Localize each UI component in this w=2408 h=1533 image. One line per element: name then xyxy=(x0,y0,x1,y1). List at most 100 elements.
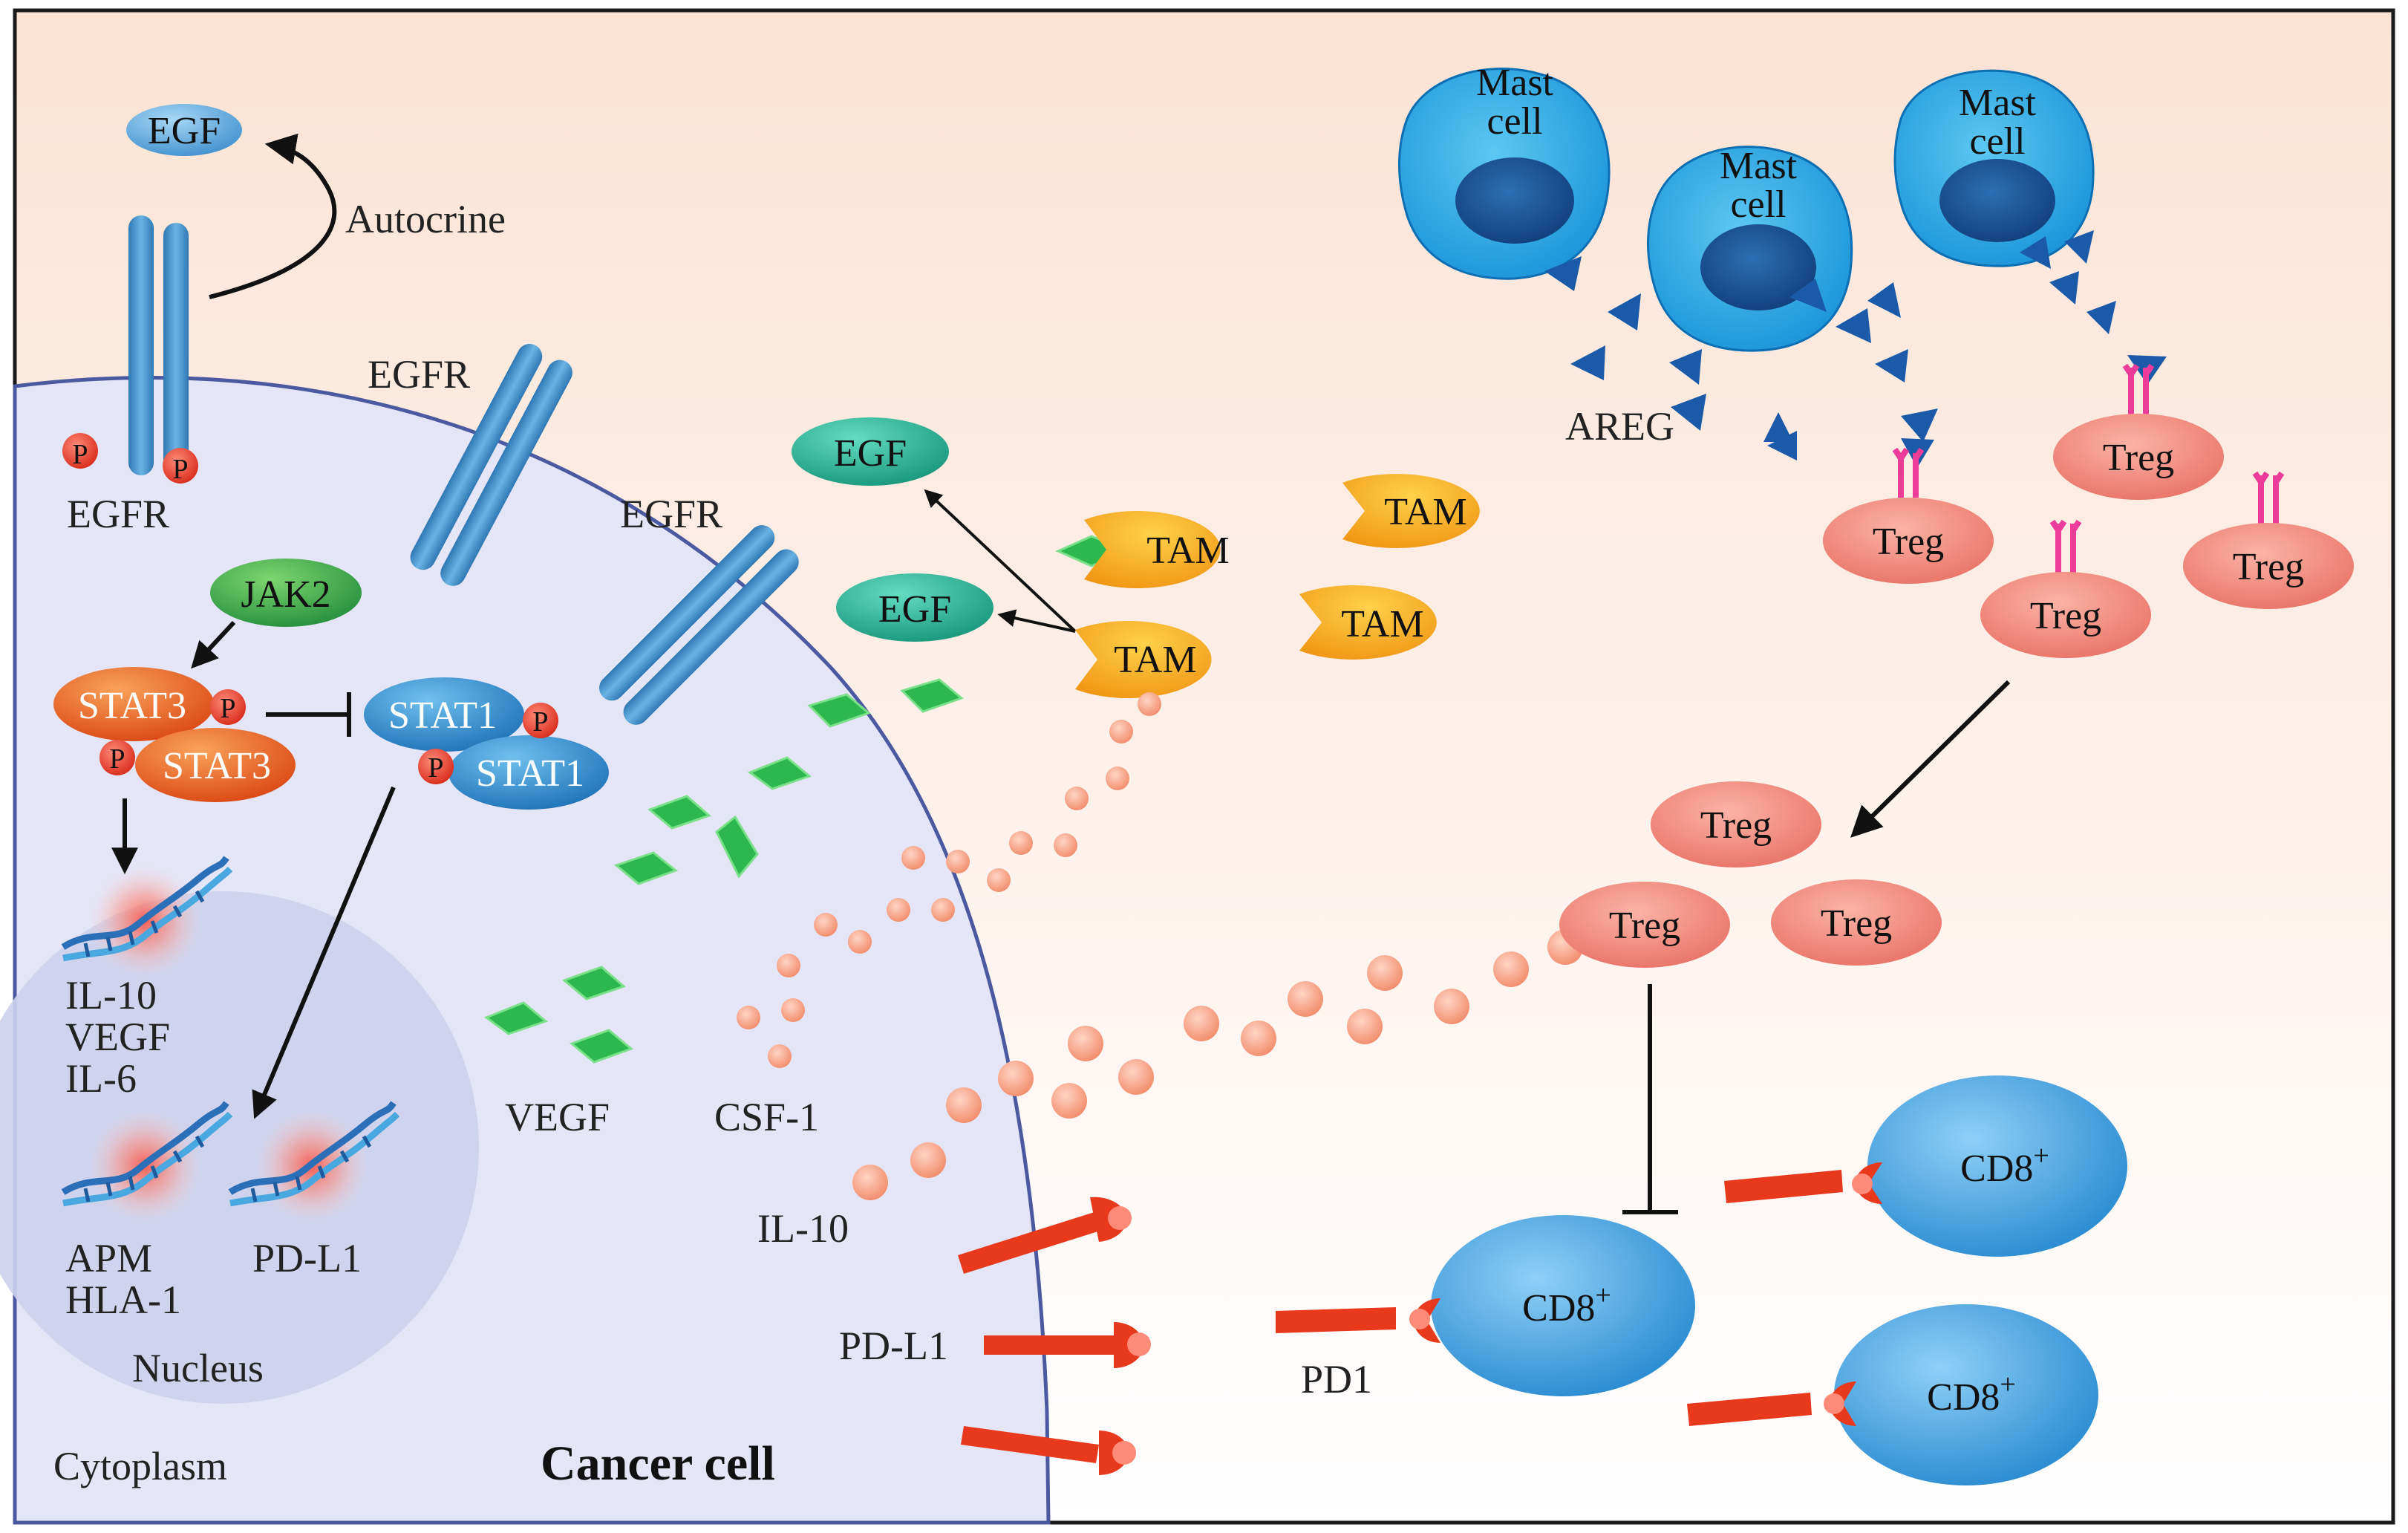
egf-teal-1: EGF xyxy=(792,417,949,486)
svg-text:TAM: TAM xyxy=(1384,491,1466,533)
svg-text:JAK2: JAK2 xyxy=(241,573,330,616)
svg-text:STAT1: STAT1 xyxy=(388,694,497,737)
svg-text:P: P xyxy=(532,706,548,738)
phospho-egfr-left-2: P xyxy=(163,448,198,485)
pd1-receptor-3 xyxy=(1687,1381,1856,1426)
nucleus xyxy=(0,891,479,1404)
treg-1: Treg xyxy=(1823,498,1994,584)
svg-text:Treg: Treg xyxy=(2103,437,2174,479)
egfr-left-label: EGFR xyxy=(67,492,169,536)
treg-4: Treg xyxy=(2183,523,2354,609)
autocrine-label: Autocrine xyxy=(345,197,506,241)
svg-text:STAT1: STAT1 xyxy=(476,752,584,795)
svg-text:STAT3: STAT3 xyxy=(163,745,271,787)
svg-text:EGF: EGF xyxy=(834,432,907,475)
egfr-mid-label: EGFR xyxy=(368,352,470,397)
svg-text:P: P xyxy=(109,743,125,775)
egfr-left-receptor xyxy=(128,215,189,475)
tam-4: TAM xyxy=(1299,585,1437,660)
treg-7: Treg xyxy=(1771,879,1942,966)
egf-teal-2: EGF xyxy=(836,573,993,642)
stat1-to-nucleus-arrow xyxy=(252,786,396,1119)
svg-text:TAM: TAM xyxy=(1146,530,1229,572)
egfr-right-receptor xyxy=(599,525,799,725)
treg-receptors xyxy=(1892,363,2285,576)
cd8-cell-1: CD8+ xyxy=(1867,1075,2127,1257)
stat3-inhibits-stat1 xyxy=(266,692,351,737)
gene-vegf: VEGF xyxy=(65,1015,170,1059)
tam-1: TAM xyxy=(1084,511,1230,588)
svg-text:Treg: Treg xyxy=(2030,595,2101,637)
svg-text:EGF: EGF xyxy=(148,110,221,152)
gene-hla1: HLA-1 xyxy=(65,1278,181,1322)
svg-text:Mast: Mast xyxy=(1476,62,1554,104)
svg-text:CD8+: CD8+ xyxy=(1960,1140,2049,1190)
svg-text:P: P xyxy=(72,439,88,470)
svg-text:cell: cell xyxy=(1730,183,1786,226)
cytoplasm-label: Cytoplasm xyxy=(53,1444,227,1488)
il10-particles xyxy=(852,929,1583,1200)
svg-text:cell: cell xyxy=(1487,100,1542,143)
svg-text:P: P xyxy=(220,693,235,724)
csf1-particles xyxy=(737,692,1161,1068)
treg-6: Treg xyxy=(1559,882,1730,968)
tam-to-egf-arrow-2 xyxy=(997,609,1076,633)
svg-text:Mast: Mast xyxy=(1959,82,2037,124)
treg-3: Treg xyxy=(1980,572,2151,658)
cancer-cell-label: Cancer cell xyxy=(541,1436,775,1491)
treg-inhibits-cd8 xyxy=(1622,984,1678,1214)
svg-text:CD8+: CD8+ xyxy=(1927,1369,2016,1419)
pdl1-receptor-3 xyxy=(961,1426,1136,1475)
mast-cell-3: Mast cell xyxy=(1893,69,2095,267)
gene-il10: IL-10 xyxy=(65,973,157,1018)
svg-text:Treg: Treg xyxy=(1873,521,1944,563)
jak2: JAK2 xyxy=(210,559,362,627)
areg-label: AREG xyxy=(1565,404,1674,449)
treg-5: Treg xyxy=(1651,781,1821,868)
pd1-receptor-2 xyxy=(1276,1298,1440,1343)
egf-top: EGF xyxy=(126,104,242,156)
il10-label: IL-10 xyxy=(757,1206,849,1251)
pdl1-receptor-2 xyxy=(984,1322,1151,1368)
egfr-mid-receptor xyxy=(410,344,572,586)
nucleus-label: Nucleus xyxy=(132,1346,264,1390)
svg-text:P: P xyxy=(428,752,443,784)
gene-il6: IL-6 xyxy=(65,1056,137,1101)
tam-2: TAM xyxy=(1075,621,1212,698)
egfr-right-label: EGFR xyxy=(620,492,722,536)
svg-text:TAM: TAM xyxy=(1114,639,1196,681)
cd8-cell-2: CD8+ xyxy=(1431,1215,1695,1396)
phospho-egfr-left-1: P xyxy=(62,433,98,470)
csf1-label: CSF-1 xyxy=(714,1095,819,1139)
autocrine-arrow xyxy=(209,133,337,299)
stat3-dimer: STAT3 STAT3 P P xyxy=(53,667,296,802)
mast-cell-2: Mast cell xyxy=(1647,145,1853,352)
svg-text:Treg: Treg xyxy=(2233,546,2304,588)
pdl1-receptor-1 xyxy=(958,1197,1132,1274)
cd8-cell-3: CD8+ xyxy=(1834,1304,2098,1485)
vegf-particles xyxy=(483,535,1132,1064)
svg-text:Treg: Treg xyxy=(1609,905,1680,947)
stat1-dimer: STAT1 STAT1 P P xyxy=(364,677,609,810)
svg-text:EGF: EGF xyxy=(878,588,951,631)
gene-pdl1: PD-L1 xyxy=(252,1236,362,1280)
pdl1-label: PD-L1 xyxy=(839,1324,948,1368)
gene-apm: APM xyxy=(65,1236,152,1280)
svg-text:CD8+: CD8+ xyxy=(1522,1280,1611,1329)
jak2-to-stat3-arrow xyxy=(191,620,236,669)
svg-text:TAM: TAM xyxy=(1341,603,1423,645)
svg-text:P: P xyxy=(172,454,188,485)
svg-text:Treg: Treg xyxy=(1700,804,1772,847)
pd1-label: PD1 xyxy=(1301,1357,1372,1402)
svg-text:Mast: Mast xyxy=(1720,145,1798,187)
svg-text:STAT3: STAT3 xyxy=(78,685,186,727)
svg-text:Treg: Treg xyxy=(1821,902,1892,945)
mast-cell-1: Mast cell xyxy=(1398,62,1611,280)
pd1-receptor-1 xyxy=(1724,1162,1882,1204)
tam-3: TAM xyxy=(1342,474,1480,549)
tam-to-egf-arrow-1 xyxy=(924,489,1077,633)
treg-2: Treg xyxy=(2053,414,2224,500)
vegf-label: VEGF xyxy=(505,1095,610,1139)
treg-migration-arrow xyxy=(1850,680,2011,838)
